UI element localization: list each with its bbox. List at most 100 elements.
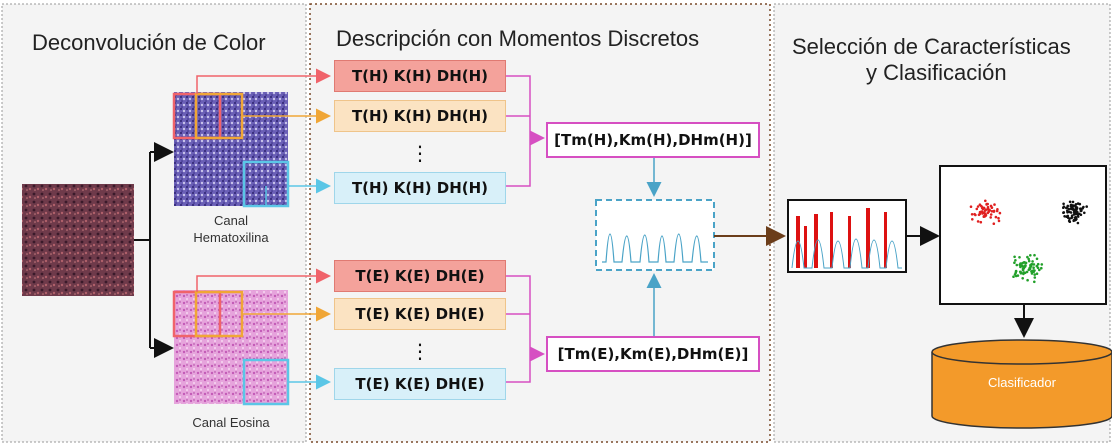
green-cluster-point — [1027, 257, 1030, 261]
green-cluster-point — [1033, 280, 1036, 284]
red-cluster-point — [998, 211, 1002, 215]
green-cluster-point — [1013, 273, 1017, 276]
caption-hematoxylin: Canal Hematoxilina — [176, 212, 286, 246]
moment-vector-h: [Tm(H),Km(H),DHm(H)] — [546, 122, 760, 158]
agg-h — [506, 75, 542, 187]
section-title-moments: Descripción con Momentos Discretos — [336, 26, 700, 51]
green-cluster-point — [1032, 263, 1036, 266]
red-cluster-point — [976, 205, 980, 208]
section-title-deconvolution: Deconvolución de Color — [32, 30, 266, 55]
black-cluster-point — [1078, 202, 1082, 206]
red-cluster-point — [986, 208, 990, 211]
black-cluster-point — [1072, 219, 1075, 223]
black-cluster-point — [1070, 214, 1074, 217]
section-title-selection-line1: Selección de Características — [792, 34, 1071, 59]
selected-features-bars — [796, 208, 887, 268]
green-cluster-point — [1025, 270, 1029, 274]
arrow-hema-cyan — [265, 186, 328, 206]
red-cluster-point — [984, 199, 987, 203]
feature-box-e-cyan: T(E) K(E) DH(E) — [334, 368, 506, 400]
red-cluster-point — [994, 215, 998, 219]
selected-features-curve — [791, 238, 902, 269]
black-cluster-point — [1083, 211, 1086, 215]
green-cluster-point — [1040, 263, 1044, 266]
cluster-scatter-plot — [939, 165, 1107, 305]
green-cluster-point — [1015, 263, 1019, 267]
vertical-ellipsis-e: ⋮ — [410, 339, 430, 363]
feature-box-e-orange: T(E) K(E) DH(E) — [334, 298, 506, 330]
green-cluster-point — [1021, 277, 1024, 280]
black-cluster-point — [1072, 204, 1075, 207]
red-cluster-point — [997, 216, 1000, 220]
green-cluster-point — [1033, 276, 1037, 279]
green-cluster-point — [1030, 272, 1034, 275]
red-cluster-point — [992, 210, 996, 213]
black-cluster-point — [1085, 205, 1088, 208]
arrow-hema-red — [196, 68, 331, 94]
agg-e — [506, 275, 542, 383]
green-cluster-point — [1026, 278, 1029, 282]
black-cluster-point — [1065, 206, 1068, 210]
black-cluster-point — [1068, 220, 1072, 223]
black-cluster-point — [1069, 211, 1073, 214]
black-cluster-point — [1071, 200, 1075, 204]
cluster-points — [969, 199, 1088, 284]
green-cluster-point — [1030, 270, 1033, 273]
he-image — [22, 184, 134, 296]
green-cluster-point — [1031, 260, 1034, 263]
green-cluster-point — [1027, 259, 1031, 263]
red-cluster-point — [980, 210, 984, 213]
red-cluster-point — [978, 212, 982, 216]
black-cluster-point — [1062, 205, 1066, 208]
green-cluster-point — [1012, 275, 1015, 279]
arrow-eo-red — [196, 268, 331, 292]
red-cluster-point — [975, 207, 979, 211]
green-cluster-point — [1029, 264, 1033, 268]
black-cluster-point — [1062, 211, 1065, 214]
black-cluster-point — [1073, 216, 1077, 219]
red-cluster-point — [978, 203, 982, 206]
classifier-label: Clasificador — [988, 375, 1056, 390]
red-cluster-point — [971, 218, 974, 221]
feature-box-h-cyan: T(H) K(H) DH(H) — [334, 172, 506, 204]
green-cluster-point — [1013, 255, 1016, 259]
caption-hematoxylin-line1: Canal — [214, 213, 248, 228]
red-cluster-point — [989, 216, 992, 219]
black-cluster-point — [1080, 209, 1083, 213]
green-cluster-point — [1014, 259, 1017, 262]
black-cluster-point — [1069, 204, 1073, 208]
green-cluster-point — [1033, 273, 1036, 276]
red-cluster-point — [969, 205, 973, 208]
red-cluster-point — [993, 203, 996, 206]
combined-histogram — [595, 199, 715, 271]
hematoxylin-image — [174, 92, 288, 206]
green-cluster-point — [1035, 272, 1039, 276]
split-line — [134, 152, 151, 348]
black-cluster-point — [1076, 221, 1080, 225]
eosin-image — [174, 290, 288, 404]
red-cluster-point — [980, 206, 984, 210]
red-cluster-point — [996, 208, 999, 211]
green-cluster-point — [1028, 267, 1032, 271]
feature-box-h-orange: T(H) K(H) DH(H) — [334, 100, 506, 132]
black-cluster-point — [1068, 200, 1072, 204]
black-cluster-point — [1076, 215, 1080, 218]
caption-eosin: Canal Eosina — [192, 415, 270, 430]
green-cluster-point — [1032, 266, 1035, 270]
black-cluster-point — [1079, 213, 1083, 217]
feature-box-e-red: T(E) K(E) DH(E) — [334, 260, 506, 292]
red-cluster-point — [983, 212, 987, 216]
red-cluster-point — [989, 213, 993, 216]
red-cluster-point — [970, 213, 974, 216]
green-cluster-point — [1018, 270, 1022, 274]
red-cluster-point — [986, 211, 990, 215]
green-cluster-point — [1020, 264, 1023, 267]
black-cluster-point — [1068, 217, 1071, 220]
red-cluster-point — [976, 220, 980, 223]
green-cluster-point — [1033, 253, 1036, 257]
green-cluster-point — [1035, 257, 1039, 261]
feature-box-h-red: T(H) K(H) DH(H) — [334, 60, 506, 92]
caption-hematoxylin-line2: Hematoxilina — [193, 230, 269, 245]
